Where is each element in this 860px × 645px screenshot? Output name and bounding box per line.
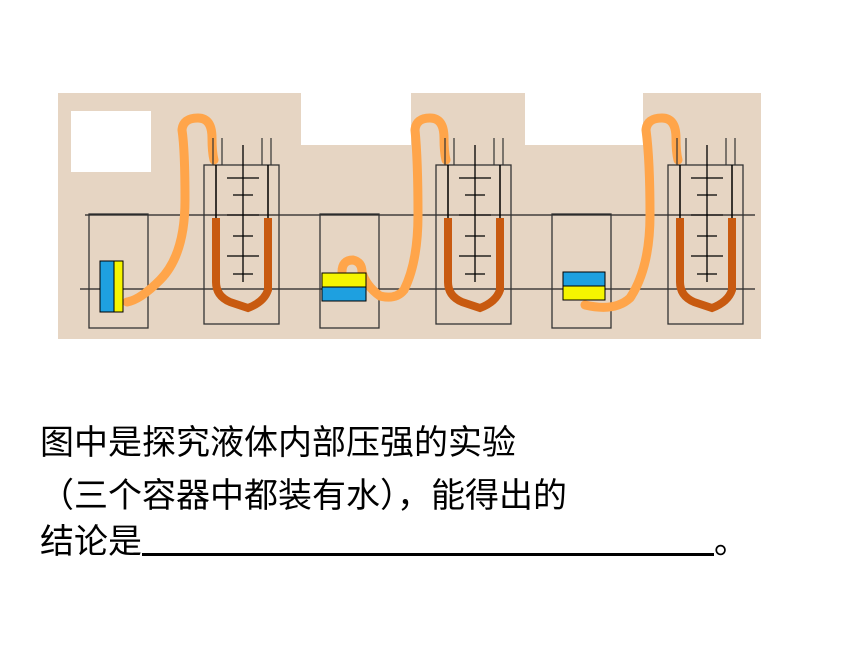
question-line-1: 图中是探究液体内部压强的实验 bbox=[40, 423, 516, 463]
water-beaker-2 bbox=[319, 213, 380, 329]
question-line-3-suffix: 。 bbox=[714, 522, 748, 562]
rubber-tube-2 bbox=[337, 113, 451, 302]
figure-background bbox=[58, 93, 761, 339]
pressure-probe-3 bbox=[562, 271, 606, 301]
experiment-figure bbox=[58, 93, 761, 339]
pressure-probe-1 bbox=[99, 260, 124, 313]
u-tube-manometer-3 bbox=[667, 138, 744, 325]
answer-blank[interactable] bbox=[142, 523, 714, 556]
setup-2 bbox=[319, 113, 512, 329]
water-beaker-3 bbox=[551, 213, 612, 329]
setup-3 bbox=[551, 113, 744, 329]
rubber-tube-1 bbox=[122, 113, 219, 307]
rubber-tube-3 bbox=[580, 113, 683, 312]
u-tube-manometer-1 bbox=[203, 138, 280, 325]
setup-1 bbox=[88, 113, 280, 329]
question-line-3-prefix: 结论是 bbox=[40, 522, 142, 562]
water-beaker-1 bbox=[88, 213, 149, 329]
question-line-3: 结论是 。 bbox=[40, 522, 748, 562]
question-line-2: （三个容器中都装有水），能得出的 bbox=[40, 476, 567, 516]
u-tube-manometer-2 bbox=[435, 138, 512, 325]
pressure-probe-2 bbox=[321, 272, 367, 302]
